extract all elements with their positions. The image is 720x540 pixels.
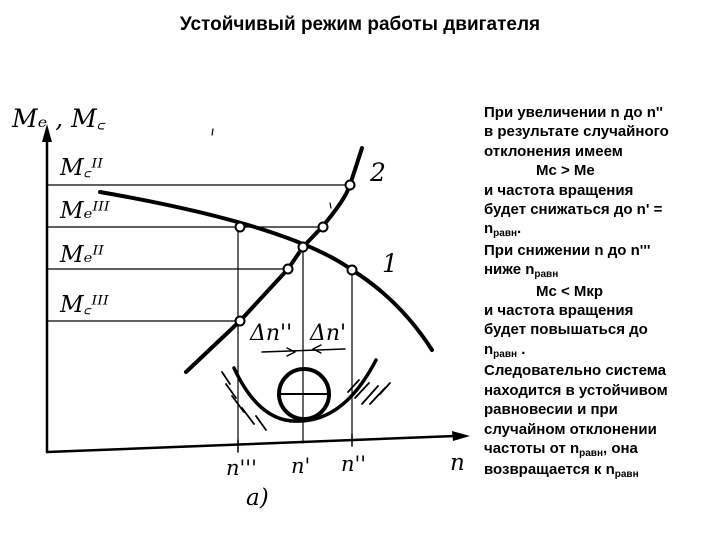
x-axis-label: n: [450, 450, 465, 476]
vertical-drop-lines: [237, 226, 353, 446]
text-line: ниже nравн: [484, 261, 559, 281]
curve-1-engine-torque: [98, 190, 434, 352]
text-line: При увеличении n до n'': [484, 104, 663, 121]
y-axis-arrow: [42, 124, 52, 142]
text-line: случайном отклонении: [484, 420, 657, 438]
x-tick-label: n''': [226, 456, 257, 480]
text-line: будет снижаться до n' =: [484, 201, 663, 219]
y-tick-label: Mₑᴵᴵ: [59, 242, 104, 268]
text-line: nравн .: [484, 340, 526, 360]
explanation-text: При увеличении n до n'' в результате слу…: [484, 103, 716, 482]
text-line: возвращается к nравн: [484, 461, 639, 481]
stability-well: [232, 358, 378, 423]
slide-title: Устойчивый режим работы двигателя: [179, 14, 541, 35]
delta-label: Δn': [309, 321, 346, 346]
y-tick-label: M꜀ᴵᴵᴵ: [59, 292, 109, 318]
x-tick-label: n'': [341, 452, 366, 476]
y-axis-label: Mₑ , M꜀: [11, 104, 106, 133]
text-line: в результате случайного: [484, 123, 669, 141]
text-line: При снижении n до n''': [484, 241, 651, 259]
x-axis-arrow: [452, 431, 470, 441]
y-tick-label: Mₑᴵᴵᴵ: [59, 198, 110, 224]
y-tick-label: M꜀ᴵᴵ: [59, 155, 103, 181]
text-line: частоты от nравн, она: [484, 439, 638, 459]
figure-caption: а): [246, 485, 269, 511]
x-tick-label: n': [291, 454, 310, 478]
diagram-svg: Mₑ , M꜀ M꜀ᴵᴵ Mₑᴵᴵᴵ Mₑᴵᴵ M꜀ᴵᴵᴵ 2 1 Δn'' Δ…: [11, 104, 470, 511]
text-line: и частота вращения: [484, 181, 634, 199]
x-axis: [45, 434, 457, 454]
text-line: Mc < Mкр: [536, 282, 604, 300]
delta-label: Δn'': [249, 321, 292, 346]
text-line: находится в устойчивом: [484, 381, 668, 399]
intersection-markers: [234, 179, 358, 327]
text-line: Следовательно система: [484, 362, 667, 380]
text-line: равновесии и при: [484, 401, 618, 419]
well-hatching: [221, 371, 391, 431]
curve-label: 2: [369, 158, 386, 187]
curve-label: 1: [382, 249, 398, 278]
torque-speed-diagram: Mₑ , M꜀ M꜀ᴵᴵ Mₑᴵᴵᴵ Mₑᴵᴵ M꜀ᴵᴵᴵ 2 1 Δn'' Δ…: [0, 72, 480, 532]
text-line: отклонения имеем: [484, 142, 623, 160]
text-line: nравн.: [484, 220, 522, 240]
text-line: будет повышаться до: [484, 321, 648, 339]
text-line: Mc > Me: [536, 162, 595, 180]
horizontal-reference-lines: [46, 184, 351, 322]
text-line: и частота вращения: [484, 302, 634, 320]
